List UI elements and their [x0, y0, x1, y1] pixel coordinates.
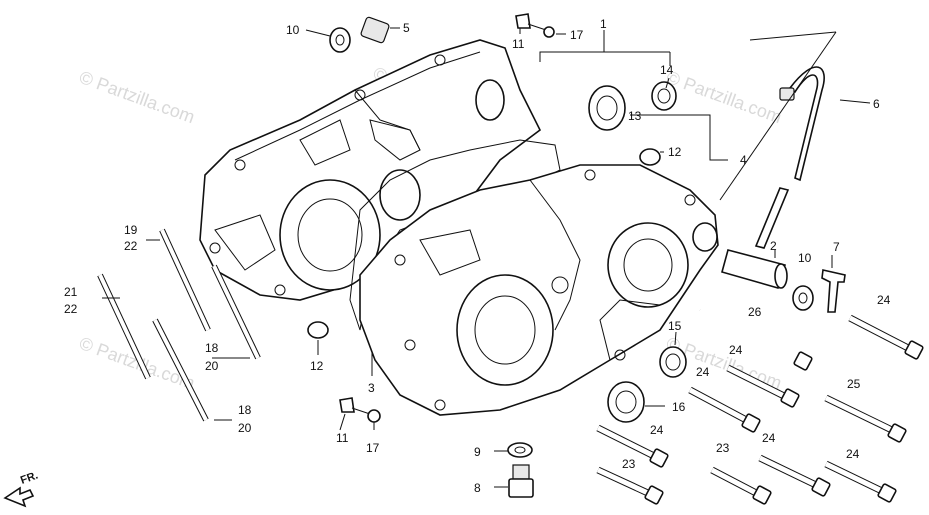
callout-14: 14 [660, 63, 674, 77]
pipe-2 [721, 249, 788, 289]
callout-25: 25 [847, 377, 861, 391]
bolt-24-b [726, 364, 800, 408]
callout-16: 16 [672, 400, 686, 414]
stud-19-22 [159, 228, 211, 332]
callout-15: 15 [668, 319, 682, 333]
callout-24-d: 24 [650, 423, 664, 437]
plug-5 [360, 16, 390, 44]
clip-11-bottom [339, 397, 355, 413]
bolt-24-c [688, 386, 761, 433]
bolt-24-e [758, 454, 831, 497]
callout-13: 13 [628, 109, 642, 123]
clip-11-top [515, 13, 531, 29]
stud-18-20-upper [211, 264, 261, 360]
callout-20-lower: 20 [238, 421, 252, 435]
bracket-7 [821, 269, 846, 313]
washer-10-right [792, 285, 814, 311]
callout-7: 7 [833, 240, 840, 254]
callout-17-bottom: 17 [366, 441, 380, 455]
callout-11-top: 11 [512, 37, 525, 51]
callout-3: 3 [368, 381, 375, 395]
left-crankcase-half [199, 39, 542, 301]
callout-22-lower: 22 [64, 302, 78, 316]
callout-18-lower: 18 [238, 403, 252, 417]
breather-tube-6 [754, 66, 825, 249]
bearing-13 [588, 85, 626, 131]
callout-24-a: 24 [877, 293, 891, 307]
drain-plug-8 [508, 464, 534, 498]
callout-9: 9 [474, 445, 481, 459]
callout-2: 2 [770, 239, 777, 253]
watermark: © Partzilla.com [77, 67, 198, 127]
leader-lines [102, 27, 871, 488]
callout-5: 5 [403, 21, 410, 35]
bolt-24-a [848, 314, 924, 360]
callout-18-upper: 18 [205, 341, 219, 355]
seal-15 [659, 346, 687, 378]
bolt-24-d [596, 424, 669, 468]
washer-9 [507, 442, 533, 458]
dowel-pin-12-upper [639, 148, 661, 166]
callout-10-right: 10 [798, 251, 812, 265]
callout-22-upper: 22 [124, 239, 138, 253]
callout-4: 4 [740, 153, 747, 167]
callout-1: 1 [600, 17, 607, 31]
callout-11-bottom: 11 [336, 431, 349, 445]
callout-24-b: 24 [729, 343, 743, 357]
callout-19: 19 [124, 223, 138, 237]
callout-labels: 1 2 3 4 5 6 7 8 9 10 10 11 11 12 12 13 1… [64, 17, 891, 495]
washer-10-top [329, 27, 351, 53]
stud-18-20-lower [152, 318, 209, 422]
callout-23-left: 23 [622, 457, 636, 471]
callout-24-c: 24 [696, 365, 710, 379]
callout-24-f: 24 [846, 447, 860, 461]
callout-12-lower: 12 [310, 359, 324, 373]
dowel-pin-12-lower [307, 321, 329, 339]
callout-23-right: 23 [716, 441, 730, 455]
right-crankcase-half [359, 164, 719, 416]
bolt-17-top [527, 23, 555, 38]
callout-10-top: 10 [286, 23, 300, 37]
callout-6: 6 [873, 97, 880, 111]
watermark: © Partzilla.com [664, 67, 785, 127]
bearing-14 [651, 81, 677, 111]
bolt-17-bottom [351, 407, 381, 423]
bolt-24-f [824, 460, 897, 503]
callout-21: 21 [64, 285, 78, 299]
callout-20-upper: 20 [205, 359, 219, 373]
callout-17-top: 17 [570, 28, 584, 42]
callout-26: 26 [748, 305, 762, 319]
bolt-26 [698, 307, 813, 371]
callout-8: 8 [474, 481, 481, 495]
stud-21-22 [97, 273, 151, 380]
bolt-23-b [710, 466, 772, 505]
bolt-23-a [596, 466, 664, 505]
bolt-25 [824, 394, 907, 443]
callout-12-upper: 12 [668, 145, 682, 159]
callout-24-e: 24 [762, 431, 776, 445]
front-label: FR. [19, 469, 40, 486]
front-direction-arrow: FR. [3, 469, 40, 508]
seal-16 [607, 381, 645, 423]
